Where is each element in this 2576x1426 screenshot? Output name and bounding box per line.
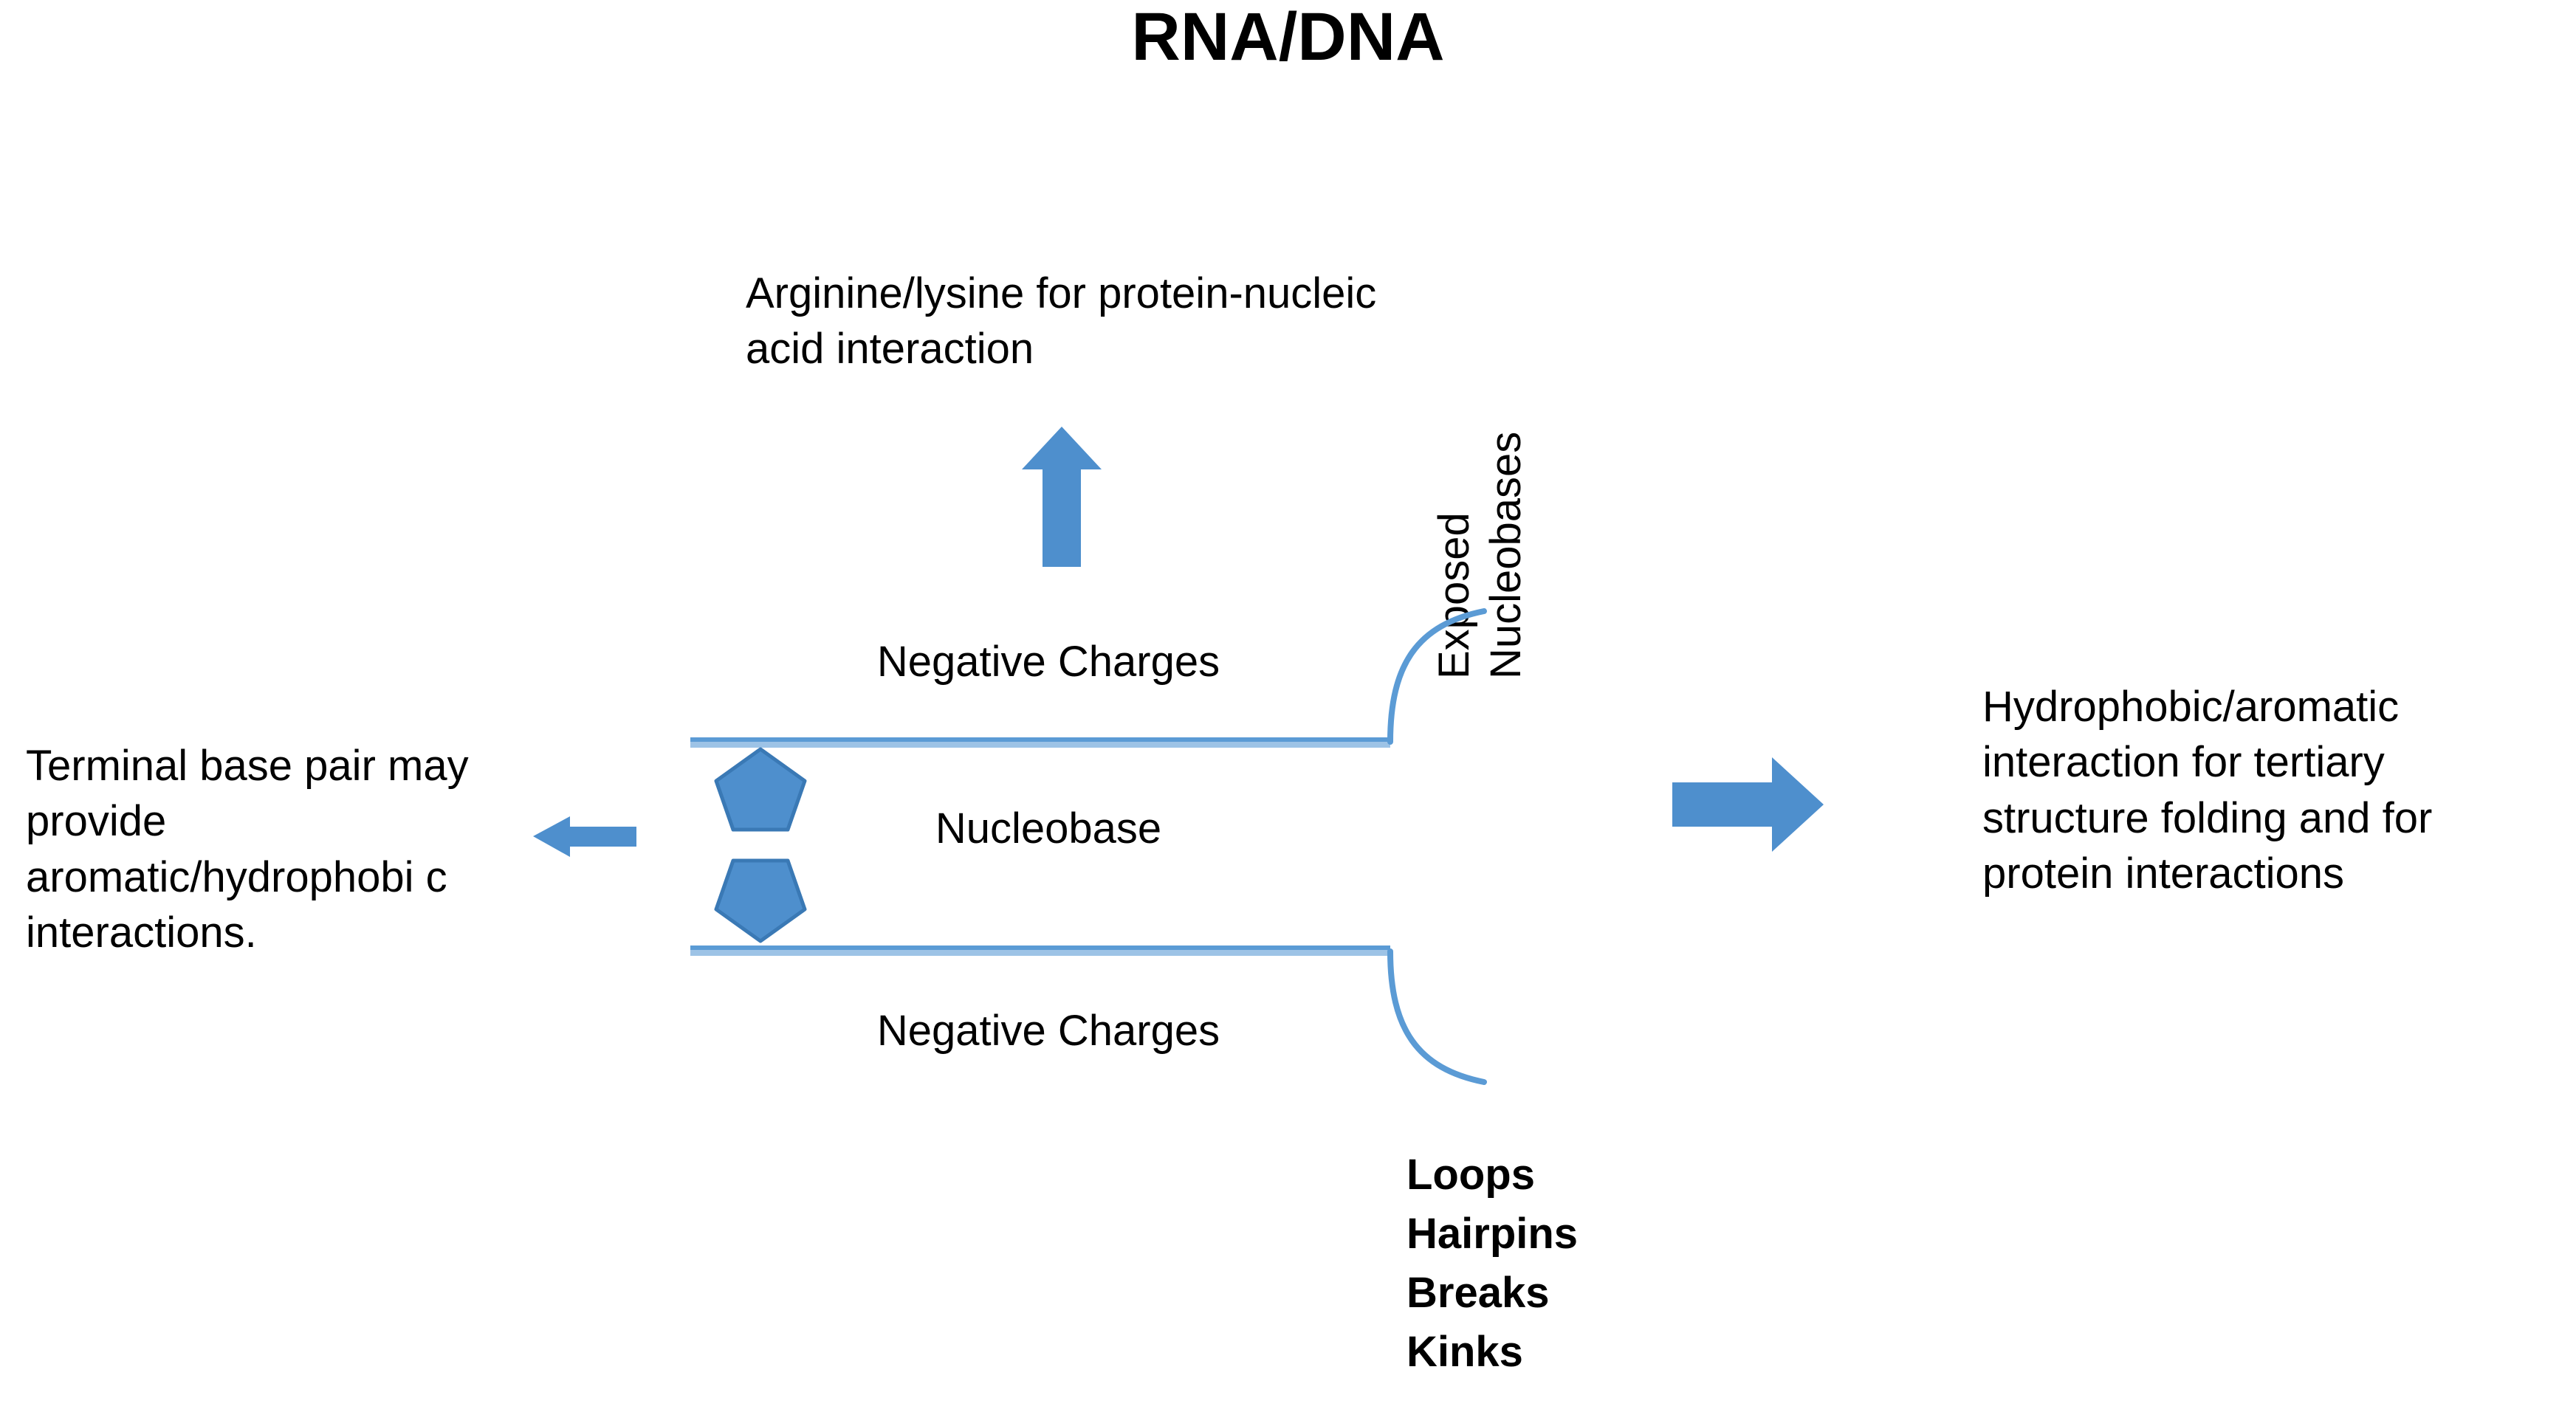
arrow-right-icon: [1672, 757, 1824, 852]
label-exposed-nucleobases-rotated: Exposed Nucleobases: [1429, 295, 1562, 679]
strand-line-bottom: [690, 946, 1390, 956]
motif-list: Loops Hairpins Breaks Kinks: [1407, 1146, 1578, 1382]
list-item: Kinks: [1407, 1328, 1523, 1377]
annotation-hydrophobic-aromatic: Hydrophobic/aromatic interaction for ter…: [1982, 683, 2433, 898]
annotation-terminal-base-pair: Terminal base pair may provide aromatic/…: [26, 742, 469, 957]
annotation-arginine-lysine: Arginine/lysine for protein-nucleic acid…: [746, 269, 1377, 373]
list-item: Hairpins: [1407, 1210, 1579, 1258]
list-item: Loops: [1407, 1151, 1535, 1199]
strand-line-top: [690, 737, 1390, 748]
label-negative-charges-bottom: Negative Charges: [876, 1007, 1220, 1055]
label-nucleobase: Nucleobase: [935, 805, 1162, 852]
arrow-left-icon: [533, 816, 636, 857]
list-item: Breaks: [1407, 1269, 1550, 1318]
flare-curve-bottom: [1387, 948, 1487, 1085]
page-title: RNA/DNA: [1131, 0, 1445, 75]
label-exposed-nucleobases-text: Exposed Nucleobases: [1430, 431, 1530, 679]
arrow-up-icon: [1022, 427, 1102, 567]
pentagon-down-icon: [714, 858, 807, 943]
label-negative-charges-top: Negative Charges: [876, 638, 1220, 686]
